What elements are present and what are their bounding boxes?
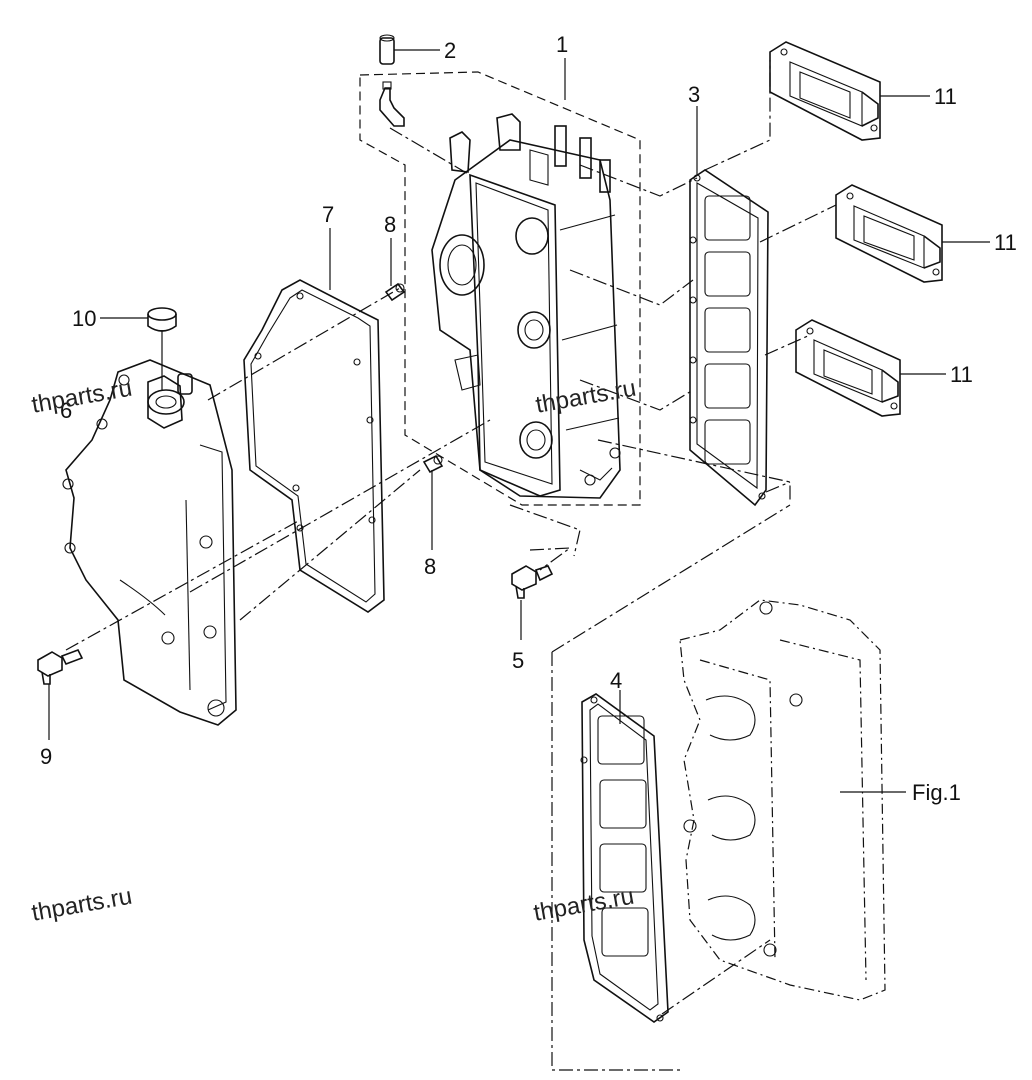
callout-11-bottom: 11	[950, 362, 973, 387]
reed-valve-part-11-bottom	[795, 319, 901, 417]
intake-manifold-part-1	[359, 71, 641, 506]
leader-lines	[48, 49, 990, 793]
crankcase-reference-fig1	[679, 599, 886, 1001]
callout-6: 6	[60, 398, 73, 423]
reed-valve-part-11-top	[769, 41, 881, 141]
bolt-part-5	[511, 565, 554, 599]
silencer-cover-part-6	[62, 359, 237, 726]
callout-10: 10	[72, 306, 97, 331]
callout-8-lower: 8	[424, 554, 437, 579]
dowel-pin-part-8-lower	[422, 454, 444, 474]
gasket-part-4	[580, 693, 669, 1023]
callout-3: 3	[688, 82, 701, 107]
callout-fig1: Fig.1	[912, 780, 961, 805]
callout-8-upper: 8	[384, 212, 397, 237]
alignment-lines	[65, 60, 837, 1071]
fitting-part-2	[379, 34, 405, 127]
callout-5: 5	[512, 648, 525, 673]
callout-11-middle: 11	[994, 230, 1017, 255]
callout-2: 2	[444, 38, 457, 63]
callout-11-top: 11	[934, 84, 957, 109]
bolt-part-9	[37, 648, 84, 685]
callout-4: 4	[610, 668, 623, 693]
callout-7: 7	[322, 202, 335, 227]
callout-1: 1	[556, 32, 569, 57]
reed-valve-part-11-middle	[835, 184, 943, 283]
cap-part-10	[147, 307, 177, 332]
callout-9: 9	[40, 744, 53, 769]
gasket-part-3	[689, 169, 769, 507]
gasket-part-7	[243, 279, 385, 613]
dowel-pin-part-8-upper	[384, 282, 406, 302]
